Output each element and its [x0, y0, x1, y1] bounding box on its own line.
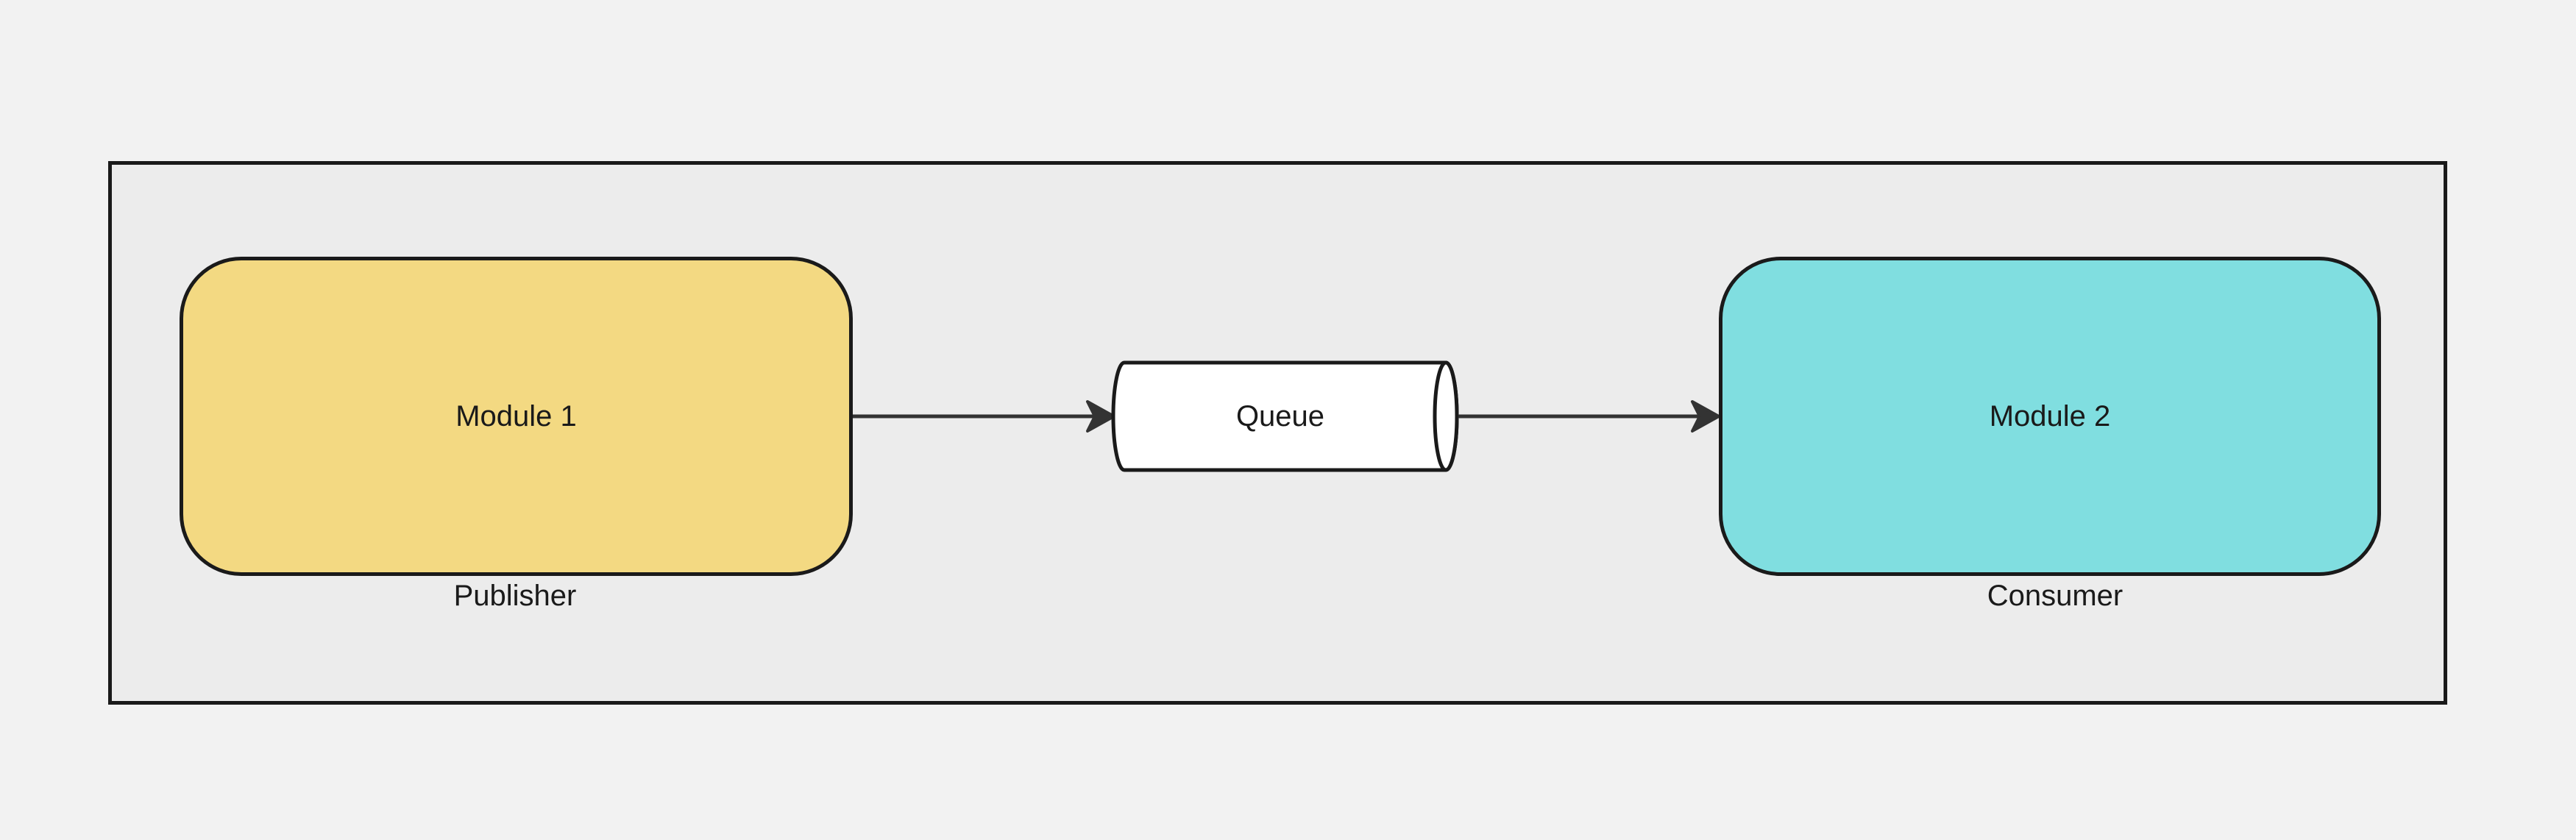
module-2-node[interactable]: Module 2 — [1719, 257, 2381, 576]
arrowhead-to-module-2-icon — [1691, 400, 1720, 433]
queue-end-cap — [1433, 360, 1459, 472]
consumer-caption: Consumer — [1987, 580, 2123, 612]
publisher-caption: Publisher — [453, 580, 577, 612]
arrowhead-to-queue-icon — [1086, 400, 1115, 433]
queue-node[interactable] — [1111, 360, 1459, 472]
module-1-node[interactable]: Module 1 — [180, 257, 853, 576]
module-2-label: Module 2 — [1989, 399, 2111, 433]
queue-label: Queue — [1235, 399, 1325, 433]
module-1-label: Module 1 — [455, 399, 577, 433]
